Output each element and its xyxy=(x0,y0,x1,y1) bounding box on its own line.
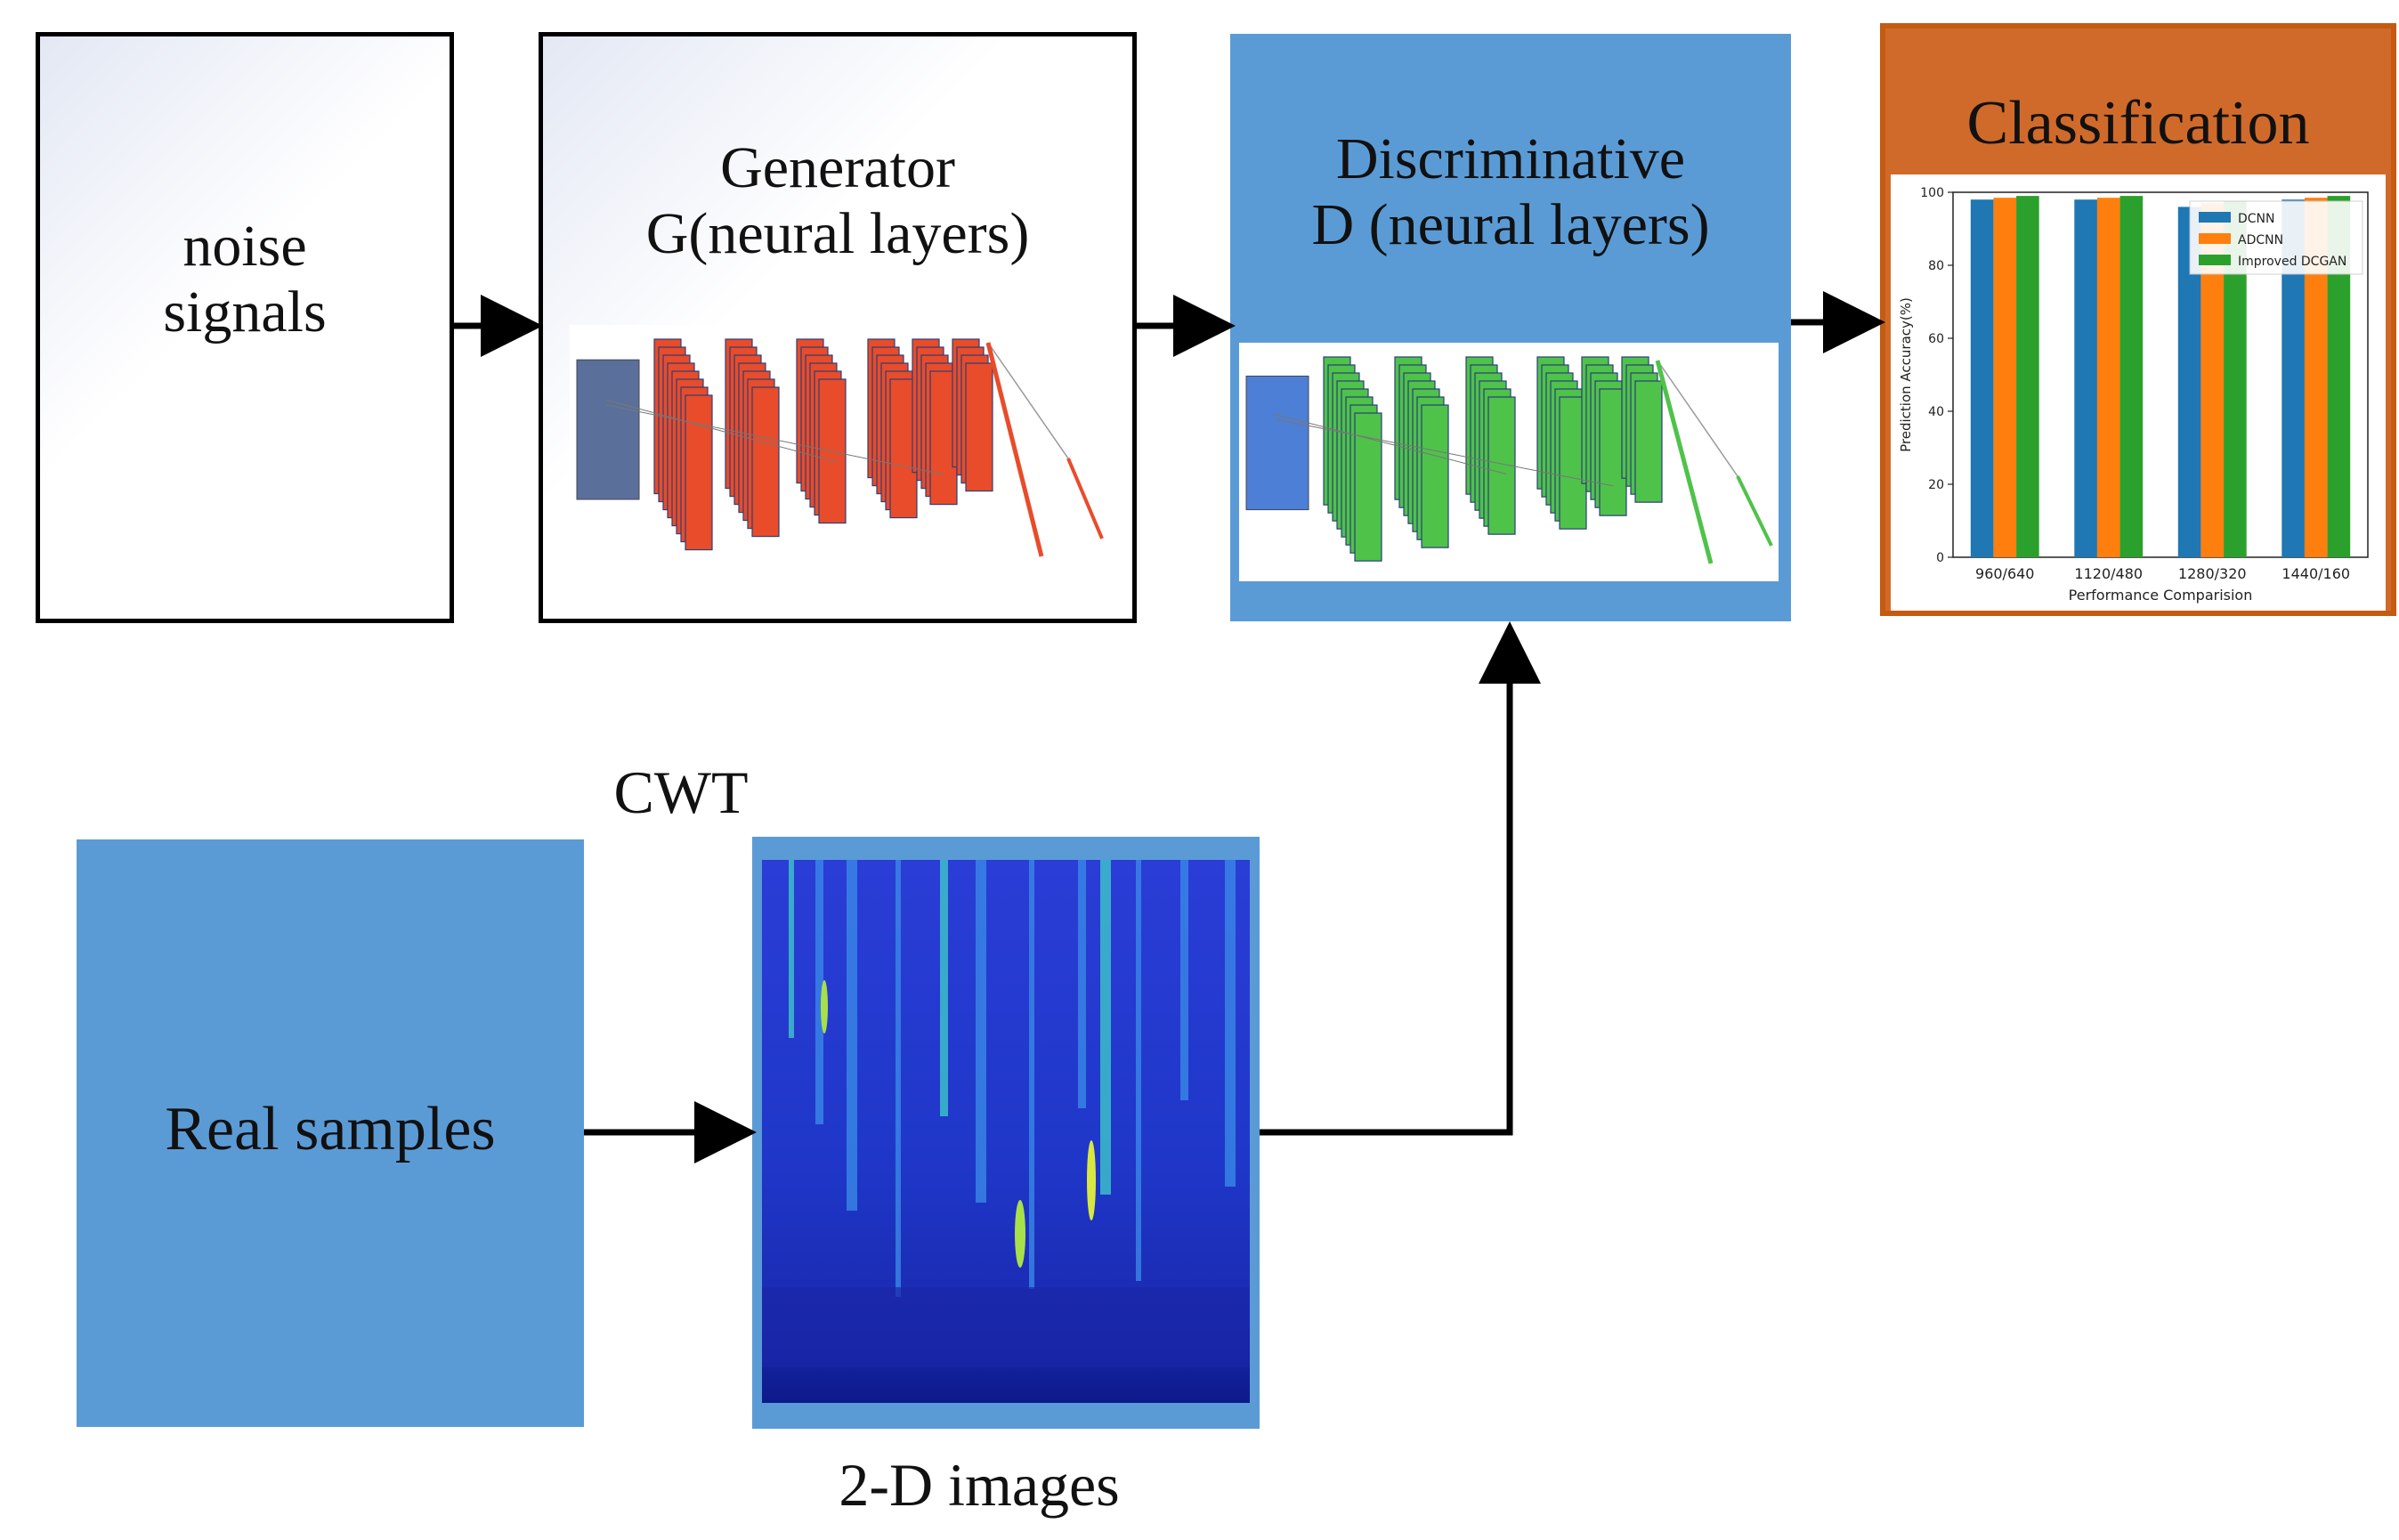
fc-layer xyxy=(985,342,1044,557)
arrow-cwt-to-discriminator xyxy=(1260,621,1541,1136)
output-layer xyxy=(1736,475,1773,547)
y-tick-label: 20 xyxy=(1928,478,1944,492)
layer-slice xyxy=(965,362,993,492)
input-layer xyxy=(1245,376,1309,511)
y-tick-label: 60 xyxy=(1928,332,1944,346)
scalogram-hotspot xyxy=(1015,1200,1025,1268)
connection-line xyxy=(1274,413,1507,474)
fc-edge xyxy=(1657,360,1738,477)
y-tick-label: 40 xyxy=(1928,405,1944,419)
scalogram-streak xyxy=(789,860,794,1038)
y-tick-label: 80 xyxy=(1928,259,1944,273)
accuracy-bar-chart: 0 20 40 60 80 100 960/640 1120/480 1280/320 1440/… xyxy=(1891,174,2386,611)
y-tick-label: 0 xyxy=(1936,551,1944,565)
scalogram-streak xyxy=(1029,860,1034,1289)
scalogram-streak xyxy=(1078,860,1086,1108)
connection-line xyxy=(1274,418,1614,487)
scalogram-streak xyxy=(896,860,901,1297)
input-layer xyxy=(576,359,640,500)
layer-slice xyxy=(1634,380,1663,503)
scalogram-streak xyxy=(1100,860,1111,1195)
x-tick-label: 1440/160 xyxy=(2281,565,2350,582)
output-layer xyxy=(1066,458,1104,539)
scalogram-streak xyxy=(847,860,857,1211)
classification-title: Classification xyxy=(1966,89,2310,158)
real-samples-box xyxy=(77,839,584,1427)
cwt-label: CWT xyxy=(613,758,749,826)
generator-label-line2: G(neural layers) xyxy=(645,200,1030,266)
bar-improved-dcgan xyxy=(2119,196,2144,557)
discriminator-label-line1: Discriminative xyxy=(1335,126,1686,191)
scalogram-hotspot xyxy=(1087,1140,1096,1220)
noise-label-line2: signals xyxy=(163,279,327,344)
bar-adcnn xyxy=(1993,198,2017,557)
real-samples-label: Real samples xyxy=(165,1095,496,1163)
connection-line xyxy=(604,399,838,463)
fc-layer xyxy=(1655,360,1714,564)
discriminator-label: Discriminative D (neural layers) xyxy=(1230,126,1791,258)
y-axis-label: Prediction Accuracy(%) xyxy=(1898,297,1914,452)
noise-label-line1: noise xyxy=(182,214,307,279)
bar-adcnn xyxy=(2096,198,2120,557)
scalogram-streak xyxy=(815,860,823,1124)
scalogram-band xyxy=(762,1287,1250,1367)
bar-improved-dcgan xyxy=(2016,196,2039,557)
discriminator-network-illustration xyxy=(1239,343,1779,581)
bar-dcnn xyxy=(1970,199,1994,557)
layer-slice xyxy=(685,394,713,551)
legend-label: ADCNN xyxy=(2238,233,2283,247)
generator-label-line1: Generator xyxy=(720,135,955,200)
x-tick-label: 1120/480 xyxy=(2074,565,2143,582)
connection-line xyxy=(604,404,944,475)
layer-slice xyxy=(751,386,780,538)
x-tick-label: 1280/320 xyxy=(2178,565,2247,582)
legend-label: Improved DCGAN xyxy=(2238,255,2346,269)
x-axis-label: Performance Comparision xyxy=(2069,587,2253,604)
legend-swatch xyxy=(2199,212,2231,223)
generator-label: Generator G(neural layers) xyxy=(539,135,1137,267)
scalogram-hotspot xyxy=(821,980,828,1033)
x-tick-label: 960/640 xyxy=(1975,565,2034,582)
legend-swatch xyxy=(2199,233,2231,244)
scalogram-streak xyxy=(1180,860,1188,1100)
layer-slice xyxy=(1421,404,1449,548)
noise-signals-label: noise signals xyxy=(36,214,454,345)
scalogram-streak xyxy=(976,860,986,1203)
scalogram-streak xyxy=(1225,860,1236,1187)
noise-signals-box xyxy=(36,32,454,623)
2d-images-label: 2-D images xyxy=(839,1451,1120,1519)
legend-label: DCNN xyxy=(2238,212,2275,226)
cwt-scalogram-image xyxy=(762,860,1250,1403)
legend: DCNN ADCNN Improved DCGAN xyxy=(2189,200,2363,275)
generator-network-illustration xyxy=(570,325,1122,574)
y-tick-label: 100 xyxy=(1920,186,1944,200)
legend-swatch xyxy=(2199,255,2231,265)
bar-dcnn xyxy=(2074,199,2097,557)
scalogram-streak xyxy=(1136,860,1141,1281)
scalogram-streak xyxy=(940,860,948,1116)
discriminator-label-line2: D (neural layers) xyxy=(1311,191,1710,257)
fc-edge xyxy=(987,342,1069,459)
